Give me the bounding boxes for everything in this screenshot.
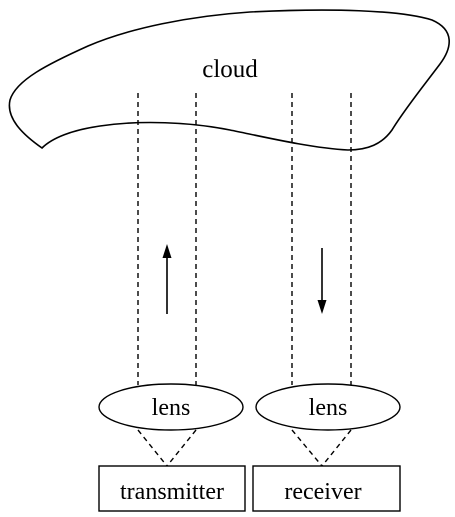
receiver-label: receiver bbox=[284, 479, 361, 505]
cloud-label: cloud bbox=[202, 56, 258, 83]
transmitter-lens-label: lens bbox=[152, 395, 191, 421]
transmitter-label: transmitter bbox=[120, 479, 224, 505]
receiver-cone-right bbox=[321, 429, 352, 467]
receiver-lens-label: lens bbox=[309, 395, 348, 421]
downward-arrow-icon bbox=[317, 248, 327, 314]
transmitter-cone-right bbox=[166, 429, 197, 467]
transmitter-box bbox=[98, 465, 246, 512]
receiver-lens bbox=[255, 383, 401, 431]
receiver-cone-left bbox=[291, 429, 323, 467]
transmitter-lens bbox=[98, 383, 244, 431]
upward-arrow-icon bbox=[162, 244, 172, 314]
receiver-box bbox=[252, 465, 401, 512]
cloud-outline bbox=[8, 9, 450, 151]
transmitter-cone-left bbox=[137, 429, 168, 467]
